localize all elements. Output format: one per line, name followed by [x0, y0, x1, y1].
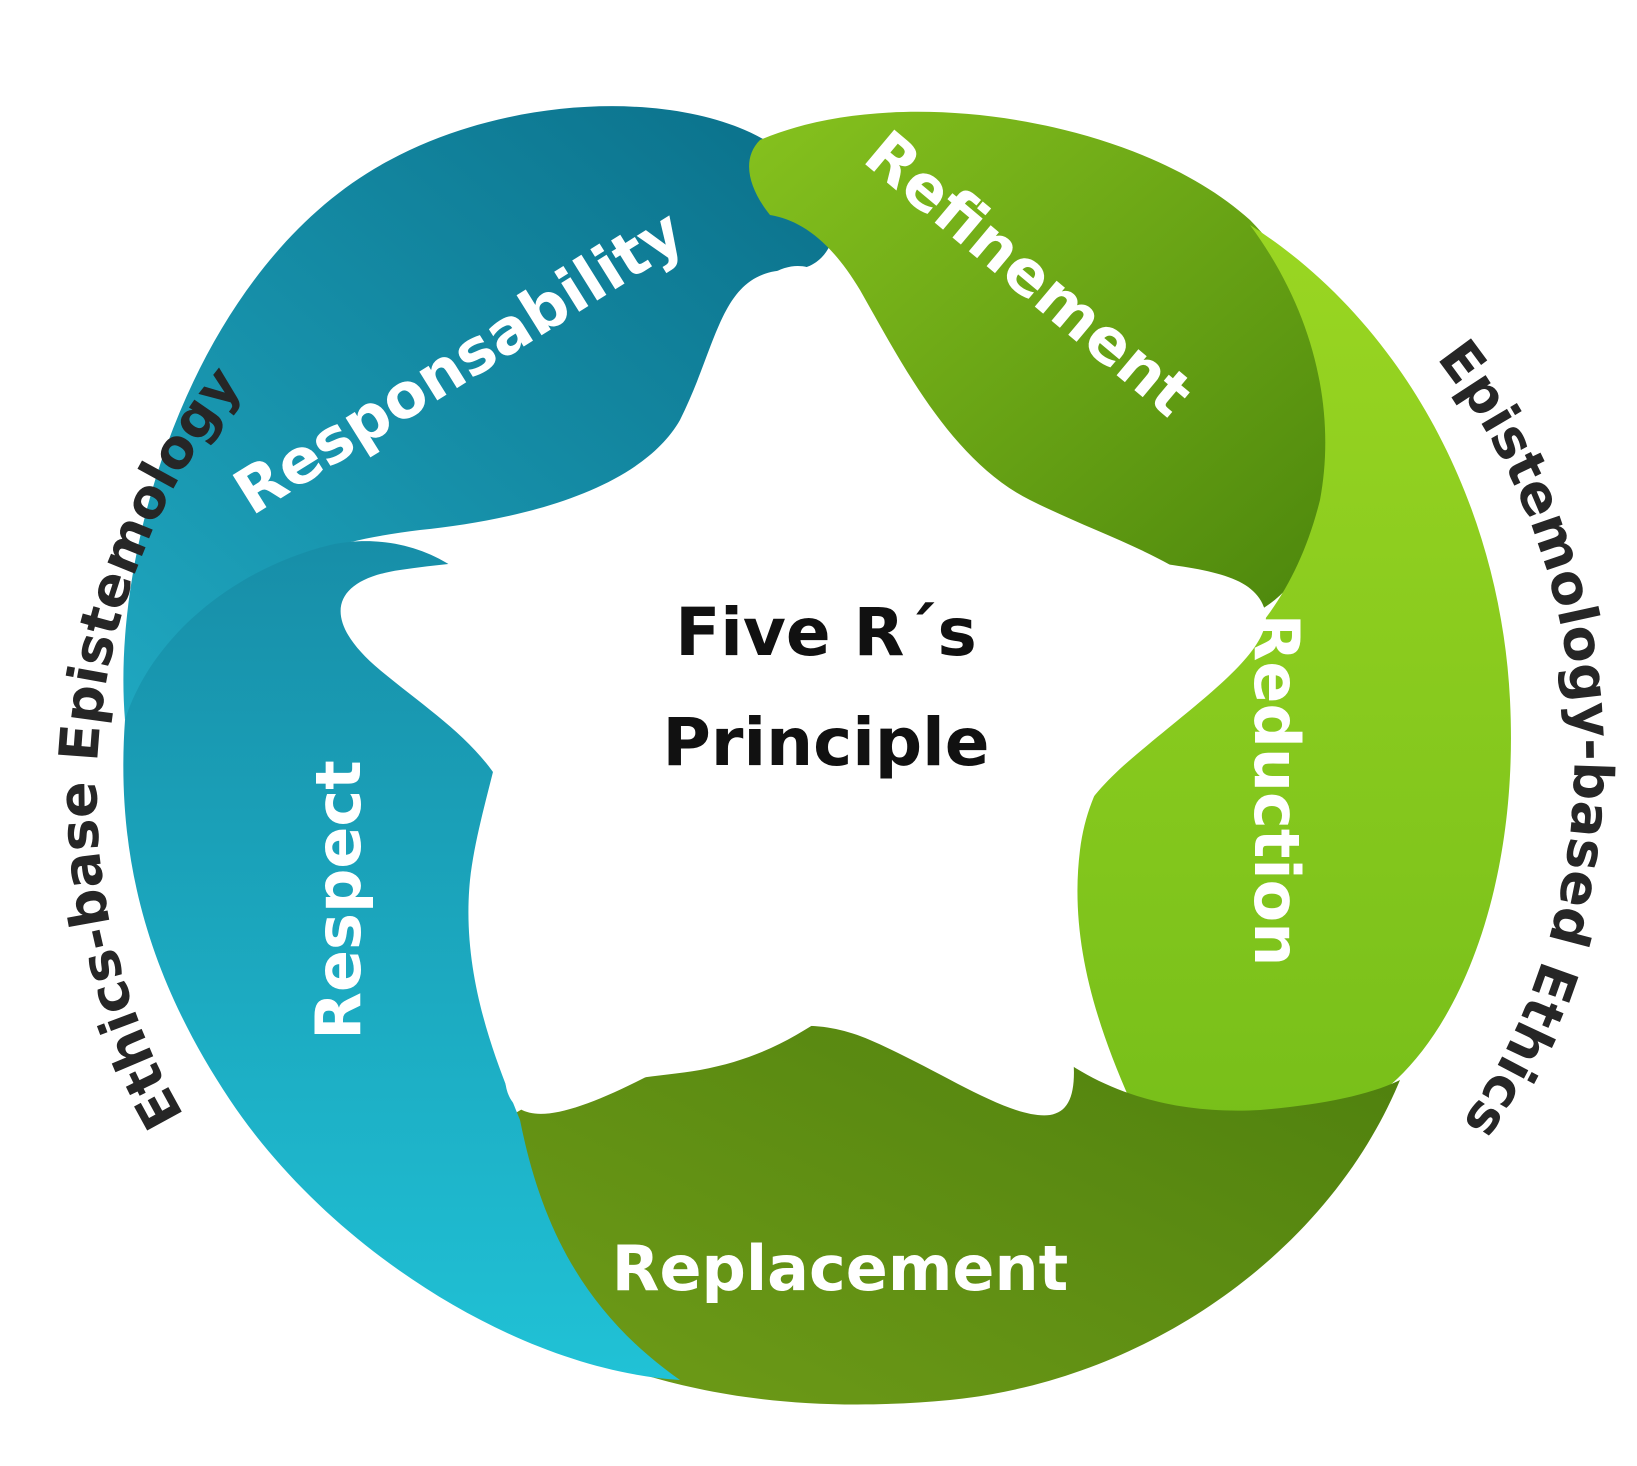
center-star — [340, 266, 1266, 1116]
label-reduction: Reduction — [1240, 614, 1313, 967]
segment-replacement — [505, 971, 1400, 1405]
label-replacement: Replacement — [612, 1232, 1069, 1305]
center-title-line2: Principle — [663, 704, 990, 781]
segment-refinement — [749, 111, 1332, 620]
center-title-line1: Five R´s — [675, 594, 977, 671]
segment-respect — [123, 541, 681, 1380]
segment-reduction — [1077, 225, 1511, 1124]
label-respect: Respect — [302, 760, 375, 1040]
segment-responsability — [123, 106, 834, 721]
